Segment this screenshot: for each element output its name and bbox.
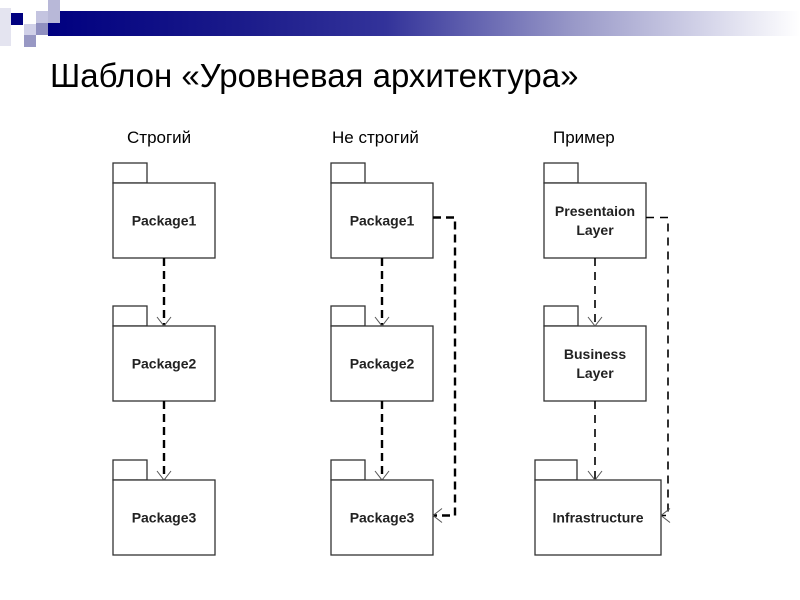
column-label-strict: Строгий xyxy=(127,128,192,147)
bypass-dependency-arrow xyxy=(646,216,669,517)
header-bar xyxy=(48,11,800,36)
decor-square-light xyxy=(36,11,48,23)
package-tab xyxy=(330,162,366,184)
package-box xyxy=(330,325,434,402)
package-tab xyxy=(534,459,578,481)
arrow-head xyxy=(156,470,172,481)
package-box xyxy=(543,325,647,402)
package-name: Package2 xyxy=(350,356,415,372)
package-name: Presentaion xyxy=(555,203,635,219)
package-name: Package3 xyxy=(132,510,197,526)
arrow-head xyxy=(587,316,603,327)
decor-square-light xyxy=(24,24,36,35)
package-name: Layer xyxy=(576,365,614,381)
bypass-dependency-arrow xyxy=(433,216,457,517)
package-name: Package2 xyxy=(132,356,197,372)
package-name: Package1 xyxy=(350,213,415,229)
arrow-head xyxy=(587,470,603,481)
package-box xyxy=(112,325,216,402)
package-name: Infrastructure xyxy=(552,510,643,526)
decor-square-mid xyxy=(36,23,48,35)
package-box xyxy=(543,182,647,259)
package-name: Layer xyxy=(576,222,614,238)
arrow-head xyxy=(374,470,390,481)
arrow-head xyxy=(660,508,671,523)
decor-square-mid xyxy=(48,0,60,23)
arrow-head xyxy=(374,316,390,327)
slide-title: Шаблон «Уровневая архитектура» xyxy=(50,57,579,94)
package-tab xyxy=(330,459,366,481)
package-box xyxy=(330,182,434,259)
package-box xyxy=(112,479,216,556)
package-tab xyxy=(112,459,148,481)
package-name: Package3 xyxy=(350,510,415,526)
arrow-head xyxy=(156,316,172,327)
arrow-head xyxy=(432,508,443,523)
package-name: Business xyxy=(564,346,626,362)
decor-square-mid xyxy=(24,35,36,47)
package-tab xyxy=(112,162,148,184)
decor-square-dark xyxy=(11,13,23,25)
package-name: Package1 xyxy=(132,213,197,229)
package-box xyxy=(330,479,434,556)
decor-square-light xyxy=(0,8,11,46)
column-label-non-strict: Не строгий xyxy=(332,128,419,147)
package-tab xyxy=(330,305,366,327)
column-label-example: Пример xyxy=(553,128,615,147)
package-tab xyxy=(112,305,148,327)
package-box xyxy=(534,479,662,556)
package-tab xyxy=(543,162,579,184)
package-box xyxy=(112,182,216,259)
package-tab xyxy=(543,305,579,327)
